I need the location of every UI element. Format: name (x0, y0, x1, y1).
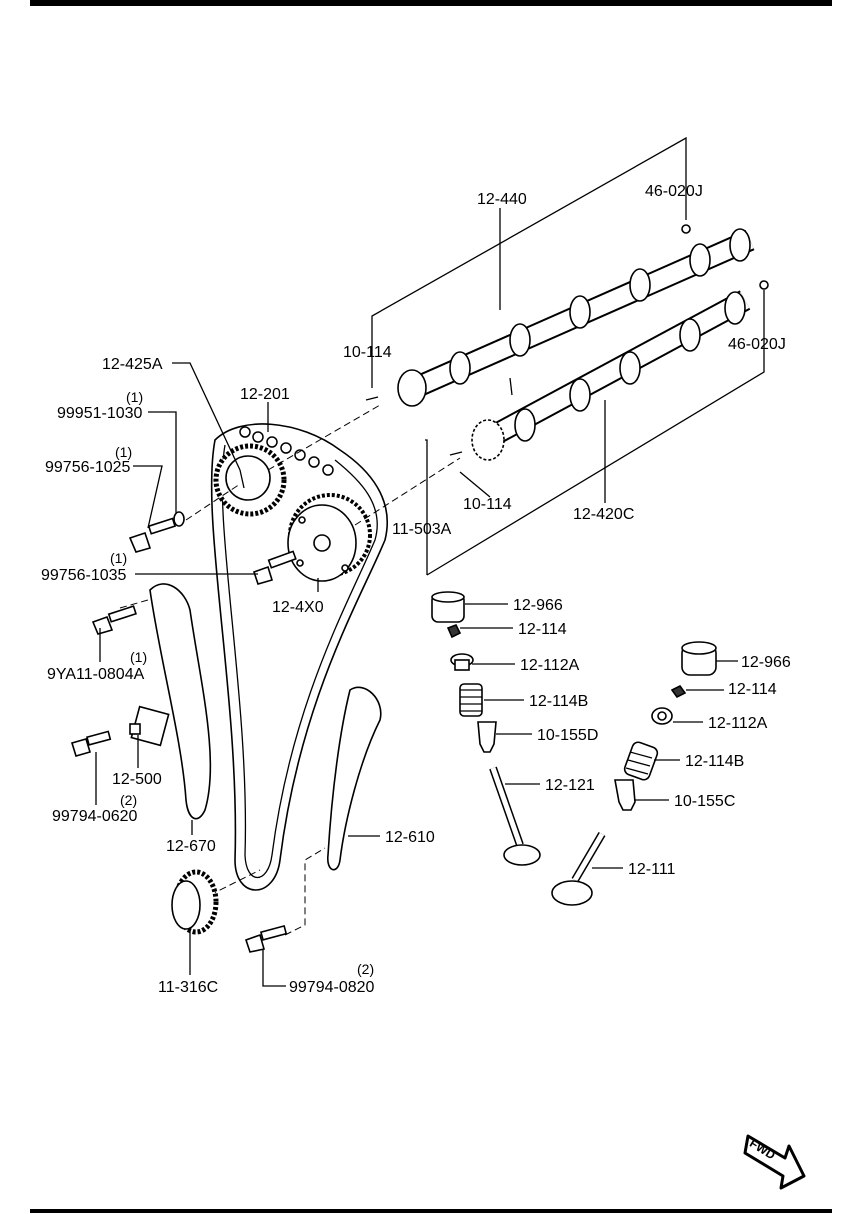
spring-right-icon (623, 741, 659, 781)
label-exhaust-valve: 12-121 (545, 777, 595, 794)
label-timing-chain: 12-201 (240, 386, 290, 403)
label-bolt-0820-qty: (2) (357, 961, 374, 977)
label-bolt-1035: 99756-1035 (41, 567, 127, 584)
intake-sprocket-icon (213, 443, 287, 517)
exhaust-valve-icon (489, 766, 541, 866)
knock-pin-icon (509, 377, 513, 396)
label-intake-sprocket: 12-425A (102, 356, 163, 373)
bottom-border (30, 1209, 832, 1213)
label-seal-right: 10-155C (674, 793, 735, 810)
tensioner-icon (129, 705, 170, 747)
label-tensioner-arm: 12-670 (166, 838, 216, 855)
fwd-arrow-icon: FWD (743, 1134, 806, 1190)
seal-left-icon (477, 721, 497, 753)
label-intake-valve: 12-111 (628, 861, 676, 878)
intake-camshaft-bracket (425, 290, 765, 576)
exhaust-camshaft-bracket (371, 136, 687, 388)
label-bolt-0620: 99794-0620 (52, 808, 138, 825)
leader-lines (95, 208, 738, 987)
label-bolt-1035-qty: (1) (110, 550, 127, 566)
label-crank-sprocket: 11-316C (158, 979, 218, 996)
label-seal-left: 10-155D (537, 727, 598, 744)
keeper-left-icon (446, 623, 462, 639)
label-tappet-left: 12-966 (513, 597, 563, 614)
label-plug-upper: 46-020J (645, 183, 703, 200)
label-bolt-1025-qty: (1) (115, 444, 132, 460)
label-bolt-0820: 99794-0820 (289, 979, 375, 996)
retainer-left-icon (450, 653, 474, 671)
chain-links-icon (239, 426, 334, 476)
intake-valve-icon (551, 831, 606, 906)
bolt-1025-icon (128, 517, 177, 553)
label-intake-camshaft: 12-420C (573, 506, 634, 523)
label-bolt-0804: 9YA11-0804A (47, 666, 145, 683)
label-spring-left: 12-114B (529, 693, 588, 710)
label-retainer-left: 12-112A (520, 657, 580, 674)
label-keeper-left: 12-114 (518, 621, 567, 638)
crank-sprocket-icon (171, 869, 219, 935)
bolt-0820-icon (244, 924, 288, 953)
tappet-right-icon (681, 641, 717, 676)
tappet-left-icon (431, 591, 465, 623)
exhaust-camshaft-icon (397, 228, 755, 407)
bolt-1035-icon (252, 550, 297, 585)
label-plug-lower: 46-020J (728, 336, 786, 353)
top-border (30, 0, 832, 6)
seal-right-icon (614, 779, 636, 811)
label-pin-lower: 10-114 (463, 496, 512, 513)
spring-left-icon (459, 683, 483, 717)
label-washer-qty: (1) (126, 389, 143, 405)
label-tappet-right: 12-966 (741, 654, 791, 671)
variable-valve-timing-icon (287, 493, 372, 582)
label-pin-upper: 10-114 (343, 344, 392, 361)
keeper-right-icon (670, 684, 687, 699)
label-washer: 99951-1030 (57, 405, 143, 422)
label-tensioner: 12-500 (112, 771, 162, 788)
label-variable-valve-timing: 12-4X0 (272, 599, 324, 616)
label-bolt-1025: 99756-1025 (45, 459, 131, 476)
pin-lower-icon (449, 451, 463, 456)
label-retainer-right: 12-112A (708, 715, 768, 732)
label-exhaust-camshaft: 12-440 (477, 191, 527, 208)
label-spring-right: 12-114B (685, 753, 744, 770)
retainer-right-icon (651, 707, 673, 725)
plug-upper-icon (681, 224, 691, 234)
pin-upper-icon (365, 396, 379, 401)
bolt-0620-icon (70, 730, 112, 757)
plug-lower-icon (759, 280, 769, 290)
bolt-0804-icon (91, 605, 137, 635)
intake-camshaft-icon (471, 290, 751, 461)
tensioner-arm-icon (149, 583, 212, 820)
label-chain-guide: 12-610 (385, 829, 435, 846)
washer-icon (173, 511, 185, 527)
label-keeper-right: 12-114 (728, 681, 777, 698)
label-bolt-0620-qty: (2) (120, 792, 137, 808)
chain-guide-icon (327, 686, 382, 871)
label-bolt-0804-qty: (1) (130, 649, 147, 665)
label-knock-pin: 11-503A (392, 521, 452, 538)
timing-chain-icon (210, 423, 388, 891)
